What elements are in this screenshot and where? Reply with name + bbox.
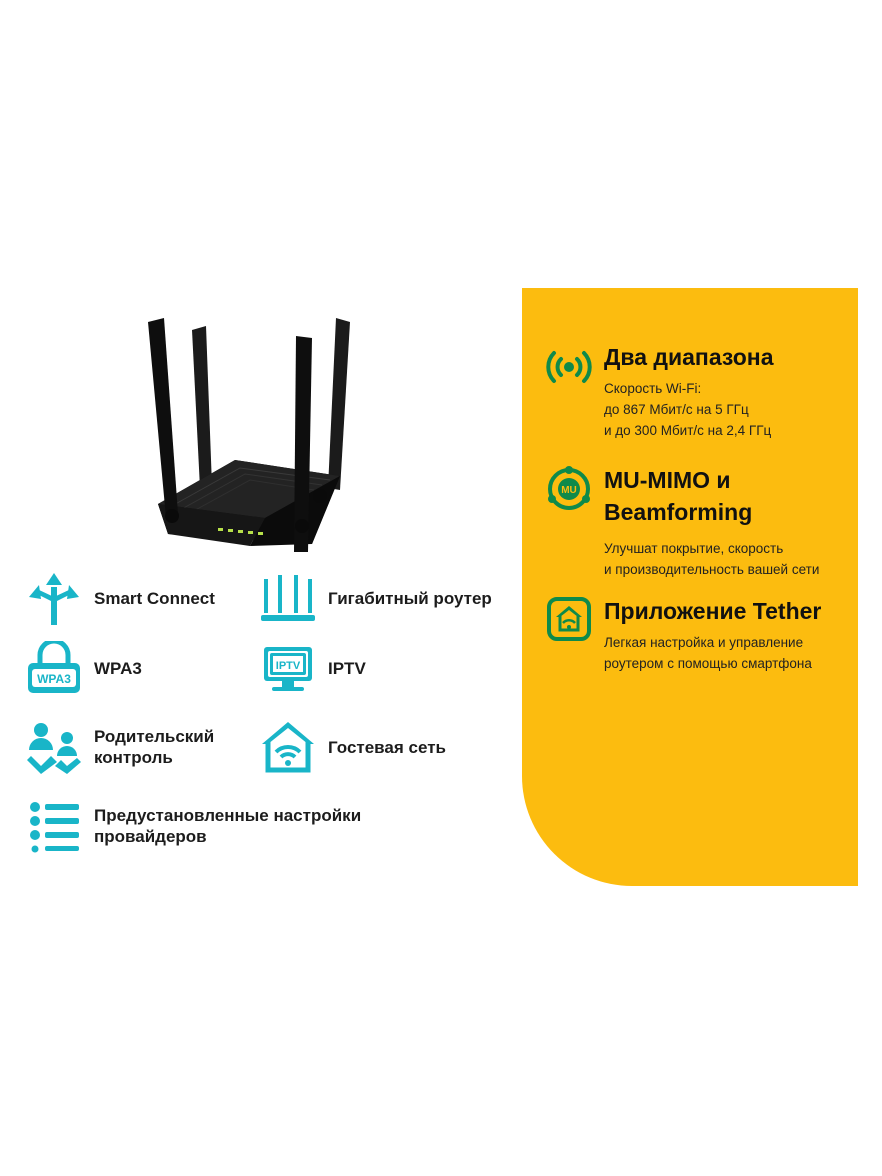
panel-text-line2: до 867 Мбит/с на 5 ГГц bbox=[604, 402, 749, 417]
feature-wpa3: WPA3 WPA3 bbox=[26, 640, 142, 696]
feature-label: Предустановленные настройки провайдеров bbox=[94, 805, 361, 847]
feature-guest-network: Гостевая сеть bbox=[260, 719, 446, 775]
iptv-tv-icon: IPTV bbox=[260, 640, 316, 696]
panel-text-line1: Легкая настройка и управление bbox=[604, 635, 804, 650]
wpa3-lock-icon: WPA3 bbox=[26, 640, 82, 696]
feature-label: WPA3 bbox=[94, 658, 142, 678]
feature-label-line1: Родительский bbox=[94, 727, 215, 746]
feature-parental-control: Родительский контроль bbox=[26, 719, 214, 775]
feature-label-line1: Предустановленные настройки bbox=[94, 806, 362, 825]
feature-label: Гигабитный роутер bbox=[328, 588, 492, 608]
wpa3-icon-text: WPA3 bbox=[37, 672, 71, 686]
panel-text-line1: Улучшат покрытие, скорость bbox=[604, 541, 784, 556]
router-image bbox=[148, 318, 350, 552]
panel-text-line3: и до 300 Мбит/с на 2,4 ГГц bbox=[604, 423, 772, 438]
panel-title-line1: MU-MIMO и bbox=[604, 467, 731, 493]
feature-highlight-panel: Два диапазона Скорость Wi-Fi: до 867 Мби… bbox=[522, 288, 858, 886]
guest-network-house-icon bbox=[260, 719, 316, 775]
smart-connect-arrows-icon bbox=[26, 570, 82, 626]
parental-control-icon bbox=[26, 719, 82, 775]
wifi-signal-icon bbox=[546, 351, 592, 383]
feature-smart-connect: Smart Connect bbox=[26, 570, 215, 626]
mu-mimo-icon-text: MU bbox=[561, 485, 577, 496]
panel-text: Скорость Wi-Fi: до 867 Мбит/с на 5 ГГц и… bbox=[604, 378, 771, 441]
panel-title: Два диапазона bbox=[604, 344, 774, 370]
feature-label: Гостевая сеть bbox=[328, 737, 446, 757]
panel-title: MU-MIMO и Beamforming bbox=[604, 464, 752, 528]
provider-list-icon bbox=[26, 798, 82, 854]
feature-label-line2: провайдеров bbox=[94, 827, 207, 846]
panel-text-line2: и производительность вашей сети bbox=[604, 562, 820, 577]
mu-mimo-icon: MU bbox=[548, 466, 590, 510]
panel-title: Приложение Tether bbox=[604, 598, 822, 624]
iptv-icon-text: IPTV bbox=[276, 660, 301, 672]
feature-label: IPTV bbox=[328, 658, 366, 678]
gigabit-router-icon bbox=[260, 570, 316, 626]
feature-label: Родительский контроль bbox=[94, 726, 214, 768]
feature-iptv: IPTV IPTV bbox=[260, 640, 366, 696]
panel-text-line1: Скорость Wi-Fi: bbox=[604, 381, 702, 396]
panel-title-line2: Beamforming bbox=[604, 499, 753, 525]
feature-label: Smart Connect bbox=[94, 588, 215, 608]
panel-text-line2: роутером с помощью смартфона bbox=[604, 656, 812, 671]
feature-gigabit-router: Гигабитный роутер bbox=[260, 570, 492, 626]
tether-app-icon bbox=[547, 597, 591, 641]
panel-text: Легкая настройка и управление роутером с… bbox=[604, 632, 812, 674]
panel-text: Улучшат покрытие, скорость и производите… bbox=[604, 538, 819, 580]
feature-label-line2: контроль bbox=[94, 748, 173, 767]
feature-provider-settings: Предустановленные настройки провайдеров bbox=[26, 798, 361, 854]
